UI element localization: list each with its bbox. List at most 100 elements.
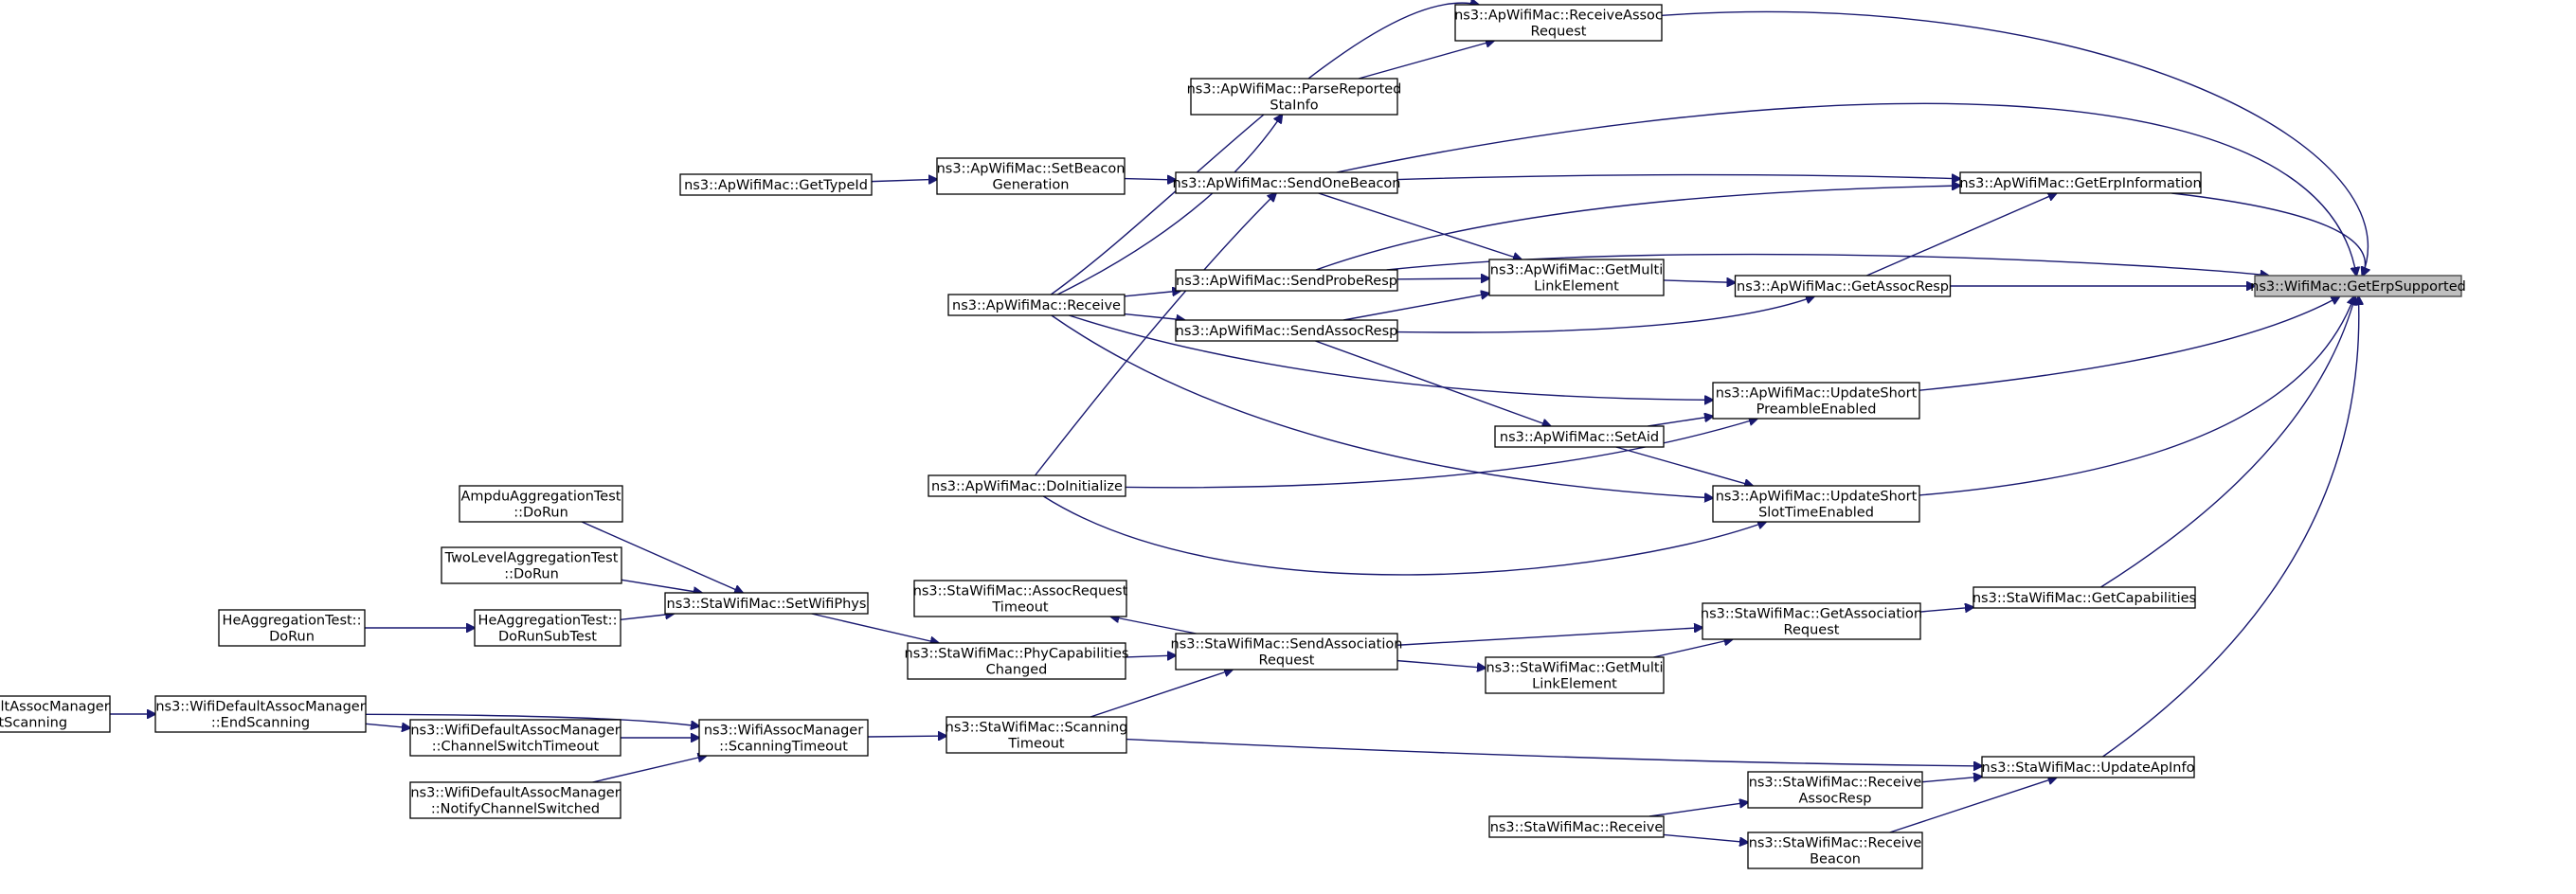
- edge-scanning-timeout-sta-to-update-ap-info: [1126, 738, 1982, 766]
- edge-get-assoc-resp-to-get-erp-information: [1866, 193, 2056, 277]
- node-label: ns3::ApWifiMac::SendOneBeacon: [1172, 176, 1400, 191]
- node-label: ns3::StaWifiMac::Receive: [1749, 776, 1922, 791]
- edge-set-wifi-phys-to-phy-capabilities-changed: [811, 613, 939, 643]
- node-channel-switch-timeout[interactable]: ns3::WifiDefaultAssocManager::ChannelSwi…: [409, 719, 621, 757]
- edge-set-beacon-generation-to-send-one-beacon: [1124, 179, 1176, 180]
- node-send-probe-resp[interactable]: ns3::ApWifiMac::SendProbeResp: [1175, 269, 1398, 292]
- edge-end-scanning-to-wifi-assoc-manager-scanning-timeout: [365, 713, 699, 726]
- node-label: AssocResp: [1799, 792, 1872, 807]
- edge-send-assoc-resp-to-set-aid: [1315, 340, 1550, 426]
- node-box: [1454, 4, 1663, 42]
- edge-ap-receive-to-parse-reported-sta-info: [1056, 115, 1282, 295]
- node-scanning-timeout-sta[interactable]: ns3::StaWifiMac::ScanningTimeout: [946, 716, 1128, 754]
- node-label: Beacon: [1810, 852, 1861, 867]
- node-get-erp-information[interactable]: ns3::ApWifiMac::GetErpInformation: [1959, 171, 2202, 194]
- node-ap-get-type-id[interactable]: ns3::ApWifiMac::GetTypeId: [679, 173, 873, 196]
- node-box: [2254, 275, 2462, 297]
- node-label: ns3::ApWifiMac::DoInitialize: [931, 479, 1123, 494]
- node-label: ns3::WifiDefaultAssocManager: [0, 700, 110, 715]
- edge-he-do-run-sub-test-to-set-wifi-phys: [620, 614, 674, 621]
- node-two-level-do-run[interactable]: TwoLevelAggregationTest::DoRun: [441, 546, 622, 584]
- node-label: Request: [1531, 25, 1587, 40]
- node-label: SlotTimeEnabled: [1758, 506, 1874, 521]
- edge-send-one-beacon-to-get-multi-link-element-ap: [1318, 192, 1522, 259]
- node-label: ::DoRun: [513, 506, 568, 521]
- node-ap-do-initialize[interactable]: ns3::ApWifiMac::DoInitialize: [928, 474, 1126, 497]
- node-label: ns3::ApWifiMac::ReceiveAssoc: [1454, 9, 1663, 24]
- edge-two-level-do-run-to-set-wifi-phys: [621, 579, 702, 593]
- node-update-short-preamble-enabled[interactable]: ns3::ApWifiMac::UpdateShortPreambleEnabl…: [1712, 382, 1920, 420]
- node-send-one-beacon[interactable]: ns3::ApWifiMac::SendOneBeacon: [1172, 171, 1401, 194]
- node-label: LinkElement: [1534, 279, 1619, 295]
- node-do-start-scanning[interactable]: ns3::WifiDefaultAssocManager::DoStartSca…: [0, 695, 111, 733]
- node-update-short-slot-time-enabled[interactable]: ns3::ApWifiMac::UpdateShortSlotTimeEnabl…: [1712, 485, 1920, 523]
- node-notify-channel-switched[interactable]: ns3::WifiDefaultAssocManager::NotifyChan…: [409, 781, 621, 819]
- node-box: [154, 695, 367, 733]
- node-label: ::EndScanning: [211, 716, 310, 731]
- node-label: ns3::ApWifiMac::SendProbeResp: [1176, 274, 1397, 289]
- node-sta-receive[interactable]: ns3::StaWifiMac::Receive: [1488, 815, 1665, 838]
- node-label: HeAggregationTest::: [223, 614, 362, 629]
- node-label: ns3::WifiDefaultAssocManager: [410, 724, 620, 739]
- node-send-assoc-resp[interactable]: ns3::ApWifiMac::SendAssocResp: [1175, 319, 1398, 342]
- node-box: [459, 485, 623, 523]
- node-label: AmpduAggregationTest: [461, 490, 621, 505]
- edge-sta-receive-to-receive-beacon: [1663, 833, 1748, 842]
- node-ampdu-do-run[interactable]: AmpduAggregationTest::DoRun: [459, 485, 623, 523]
- node-label: ns3::StaWifiMac::PhyCapabilities: [905, 647, 1129, 662]
- node-label: Request: [1259, 653, 1315, 669]
- node-get-capabilities[interactable]: ns3::StaWifiMac::GetCapabilities: [1973, 586, 2196, 609]
- node-get-assoc-resp[interactable]: ns3::ApWifiMac::GetAssocResp: [1734, 275, 1952, 297]
- node-box: [1494, 425, 1665, 448]
- node-label: StaInfo: [1270, 98, 1318, 114]
- node-box: [441, 546, 622, 584]
- node-label: ns3::ApWifiMac::GetErpInformation: [1959, 176, 2201, 191]
- node-set-wifi-phys[interactable]: ns3::StaWifiMac::SetWifiPhys: [664, 592, 869, 615]
- node-label: ::ChannelSwitchTimeout: [432, 740, 600, 755]
- node-erp-supported[interactable]: ns3::WifiMac::GetErpSupported: [2250, 275, 2466, 297]
- node-label: Generation: [993, 178, 1070, 193]
- node-end-scanning[interactable]: ns3::WifiDefaultAssocManager::EndScannin…: [154, 695, 367, 733]
- node-label: Timeout: [1007, 737, 1065, 752]
- node-box: [409, 781, 621, 819]
- node-he-do-run-sub-test[interactable]: HeAggregationTest::DoRunSubTest: [474, 609, 621, 647]
- node-update-ap-info[interactable]: ns3::StaWifiMac::UpdateApInfo: [1981, 756, 2195, 778]
- node-label: ns3::ApWifiMac::ParseReported: [1187, 82, 1402, 98]
- node-label: ns3::StaWifiMac::GetAssociation: [1701, 607, 1922, 622]
- node-set-aid[interactable]: ns3::ApWifiMac::SetAid: [1494, 425, 1665, 448]
- node-label: ns3::WifiMac::GetErpSupported: [2250, 279, 2466, 295]
- node-label: ns3::StaWifiMac::Scanning: [946, 721, 1128, 736]
- node-label: DoRunSubTest: [498, 630, 597, 645]
- node-box: [698, 719, 869, 757]
- node-label: HeAggregationTest::: [478, 614, 618, 629]
- edge-ap-do-initialize-to-update-short-preamble-enabled: [1125, 419, 1757, 489]
- edge-get-multi-link-element-sta-to-get-association-request: [1653, 639, 1732, 658]
- node-box: [1712, 382, 1920, 420]
- call-nodes: ns3::WifiMac::GetErpSupportedns3::ApWifi…: [0, 4, 2466, 869]
- node-ap-receive[interactable]: ns3::ApWifiMac::Receive: [947, 294, 1126, 316]
- node-box: [1981, 756, 2195, 778]
- edge-send-one-beacon-to-get-erp-information: [1396, 175, 1960, 180]
- node-label: ns3::ApWifiMac::SetAid: [1500, 430, 1659, 445]
- edge-ampdu-do-run-to-set-wifi-phys: [581, 521, 743, 593]
- node-he-do-run[interactable]: HeAggregationTest::DoRun: [218, 609, 366, 647]
- edge-update-short-preamble-enabled-to-erp-supported: [1918, 296, 2339, 391]
- node-label: ns3::ApWifiMac::GetMulti: [1490, 263, 1663, 278]
- node-wifi-assoc-manager-scanning-timeout[interactable]: ns3::WifiAssocManager::ScanningTimeout: [698, 719, 869, 757]
- edge-send-probe-resp-to-get-erp-information: [1315, 186, 1960, 271]
- node-label: ns3::StaWifiMac::SetWifiPhys: [667, 597, 867, 612]
- node-box: [474, 609, 621, 647]
- node-box: [1485, 656, 1665, 694]
- edge-send-association-request-to-assoc-request-timeout: [1110, 617, 1197, 635]
